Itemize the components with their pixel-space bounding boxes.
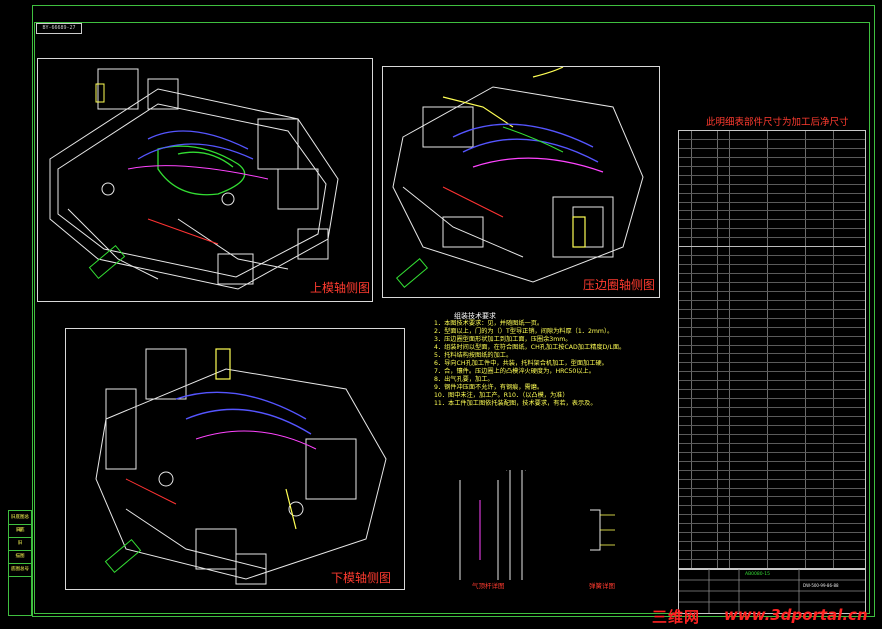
bom-row	[679, 408, 865, 418]
bom-row	[679, 462, 865, 471]
drawing-frame	[32, 5, 875, 617]
strip-cell: 旧底	[9, 524, 31, 538]
bom-row	[679, 283, 865, 292]
blank-holder-drawing	[392, 66, 644, 288]
bom-row	[679, 480, 865, 489]
bom-row	[679, 167, 865, 176]
upper-die-title: 上模轴侧图	[310, 281, 371, 295]
bom-row	[679, 211, 865, 221]
bom-row	[679, 319, 865, 328]
bom-row	[679, 381, 865, 391]
upper-die-view[interactable]	[37, 58, 373, 302]
bom-row	[679, 292, 865, 301]
note-item: 6．导向CH孔加工件中，共装，托料架合机加工，型面加工硬。	[434, 360, 608, 367]
bom-row	[679, 551, 865, 561]
watermark-url[interactable]: www.3dportal.cn	[724, 606, 868, 624]
bom-row	[679, 256, 865, 266]
lower-die-title: 下模轴侧图	[331, 571, 392, 585]
bom-row	[679, 176, 865, 185]
lower-die-drawing	[95, 348, 387, 585]
bom-row	[679, 265, 865, 275]
spring-detail-label: 弹簧详图	[589, 582, 615, 590]
drawing-code: DW-500-99-86-88	[803, 583, 839, 588]
bill-of-materials-table	[678, 130, 866, 570]
bom-row	[679, 515, 865, 525]
bom-column-line	[767, 131, 768, 569]
bom-row	[679, 354, 865, 364]
title-block-grid	[679, 569, 865, 613]
bom-row	[679, 203, 865, 212]
notes-title: 组装技术要求	[454, 312, 496, 320]
strip-cell: 旧底图总号	[9, 511, 31, 533]
strip-cell: 描图	[9, 550, 31, 564]
bom-row	[679, 471, 865, 480]
note-item: 3．压边圈型面形状加工到加工面，压圈余3mm。	[434, 336, 572, 343]
bom-row	[679, 426, 865, 435]
bom-row	[679, 489, 865, 498]
bom-row	[679, 435, 865, 444]
bom-column-line	[805, 131, 806, 569]
note-item: 5．托料结构按图纸的加工。	[434, 352, 513, 359]
note-item: 8．出气孔要，加工。	[434, 376, 494, 383]
bom-row	[679, 194, 865, 203]
detail-sketches	[459, 470, 615, 580]
bom-row	[679, 274, 865, 283]
drawing-inner-frame	[34, 22, 870, 614]
bom-row	[679, 390, 865, 400]
strip-cell: 底图总号	[9, 563, 31, 577]
bom-row	[679, 337, 865, 346]
title-block: AB0080-15 DW-500-99-86-88	[678, 568, 866, 614]
blank-holder-title: 压边圈轴侧图	[583, 278, 656, 292]
bom-row	[679, 229, 865, 239]
note-item: 4．组装时间以型面，在符合图纸，CH孔加工按CAD加工精度D/L面。	[434, 344, 626, 351]
bom-row	[679, 301, 865, 310]
bom-column-line	[691, 131, 692, 569]
bom-row	[679, 346, 865, 355]
ejector-pin-detail-label: 气顶杆详图	[472, 582, 505, 590]
bom-row	[679, 328, 865, 337]
note-item: 11．本工件加工图依托装配图，技术要求，有若，表示及。	[434, 400, 597, 407]
bom-row	[679, 185, 865, 194]
watermark-cn: 三维网	[652, 608, 701, 626]
bom-row	[679, 238, 865, 248]
bom-row	[679, 506, 865, 516]
drawing-number: BY-66689-27	[36, 23, 82, 34]
bom-row	[679, 372, 865, 382]
bom-row	[679, 149, 865, 158]
bom-row	[679, 220, 865, 230]
bom-title: 此明细表部件尺寸为加工后净尺寸	[706, 117, 849, 128]
bom-row	[679, 524, 865, 534]
bom-row	[679, 533, 865, 543]
bom-row	[679, 131, 865, 140]
bom-row	[679, 497, 865, 507]
note-item: 9．钢件冲压面不允许，有钢痕，需磨。	[434, 384, 544, 391]
note-item: 1．本图技术要求：见，并随图纸一页。	[434, 320, 544, 327]
upper-die-drawing	[49, 68, 339, 290]
bom-row	[679, 444, 865, 453]
part-code: AB0080-15	[745, 572, 770, 577]
bom-row	[679, 453, 865, 462]
bom-column-line	[717, 131, 718, 569]
note-item: 2．型面以上，门的为（）T型导正销，间隙为料厚（1．2mm）。	[434, 328, 614, 335]
bom-column-line	[729, 131, 730, 569]
note-item: 7．合，镶件。压边圈上的凸模淬火硬度为，HRC50以上。	[434, 368, 595, 375]
revision-strip: 旧底图总号 旧底 旧 描图 底图总号	[8, 510, 32, 616]
bom-row	[679, 310, 865, 319]
bom-row	[679, 399, 865, 409]
bom-column-line	[833, 131, 834, 569]
blank-holder-view[interactable]	[382, 66, 660, 298]
bom-row	[679, 140, 865, 149]
strip-cell: 旧	[9, 537, 31, 551]
note-item: 10．图中未注，加工产。R10．（以凸模，为准）	[434, 392, 569, 399]
bom-row	[679, 542, 865, 552]
bom-row	[679, 247, 865, 257]
bom-row	[679, 417, 865, 426]
bom-row	[679, 363, 865, 373]
bom-row	[679, 158, 865, 167]
lower-die-view[interactable]	[65, 328, 405, 590]
